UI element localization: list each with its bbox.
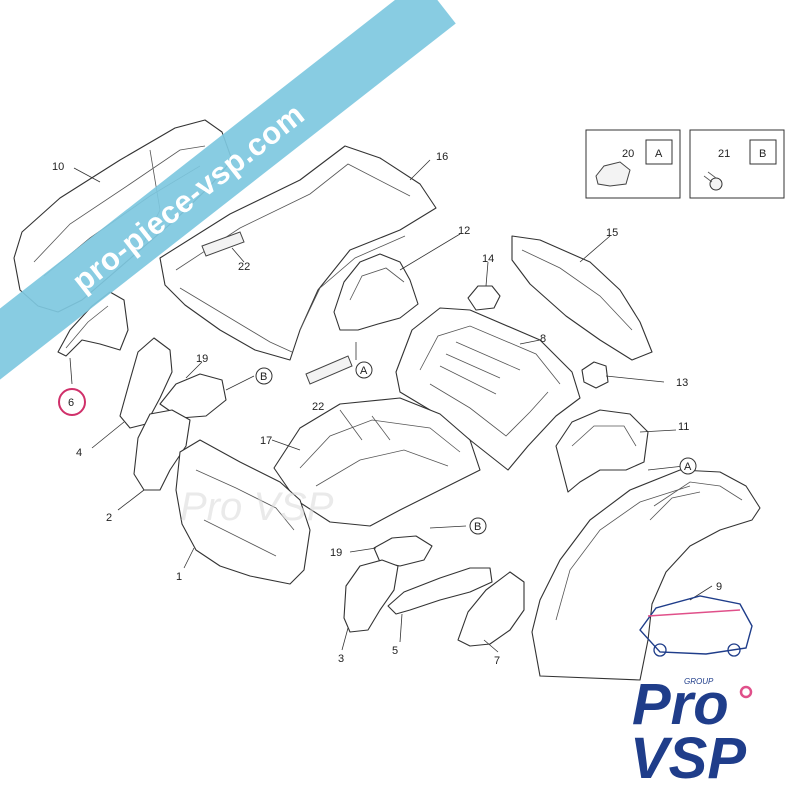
label-22-upper: 22 <box>238 261 250 273</box>
callout-b-lower: B <box>474 521 481 533</box>
label-11: 11 <box>678 421 689 433</box>
label-4: 4 <box>76 447 82 459</box>
fastener-box-b <box>689 129 785 199</box>
part-6 <box>57 291 129 357</box>
part-9 <box>531 469 761 681</box>
label-2: 2 <box>106 512 112 524</box>
label-17: 17 <box>260 435 272 447</box>
watermark-center: Pro VSP <box>180 485 334 529</box>
logo-group-text: GROUP <box>684 677 714 686</box>
label-20: 20 <box>622 148 634 160</box>
label-21: 21 <box>718 148 730 160</box>
label-7: 7 <box>494 655 500 667</box>
part-16 <box>159 145 437 361</box>
label-19-upper: 19 <box>196 353 208 365</box>
part-5 <box>387 567 493 615</box>
label-12: 12 <box>458 225 470 237</box>
part-3 <box>343 559 399 633</box>
part-7 <box>457 571 525 647</box>
part-4 <box>119 337 173 429</box>
callout-a-right: A <box>684 461 692 473</box>
part-22-upper <box>201 231 245 257</box>
logo-pro-text: Pro <box>632 672 729 737</box>
callout-markers: A A B B <box>255 361 697 535</box>
label-5: 5 <box>392 645 398 657</box>
label-15: 15 <box>606 227 618 239</box>
part-2 <box>133 409 191 491</box>
part-11 <box>555 409 649 493</box>
label-19-lower: 19 <box>330 547 342 559</box>
label-10: 10 <box>52 161 64 173</box>
logo-vsp-text: VSP <box>630 726 746 791</box>
leader-lines <box>69 159 713 653</box>
part-15 <box>511 235 653 361</box>
label-14: 14 <box>482 253 494 265</box>
logo: GROUP Pro VSP <box>630 595 753 791</box>
label-9: 9 <box>716 581 722 593</box>
part-17 <box>273 397 481 527</box>
label-3: 3 <box>338 653 344 665</box>
label-13: 13 <box>676 377 688 389</box>
part-13 <box>581 361 609 389</box>
part-12 <box>333 253 419 331</box>
part-14 <box>467 285 501 311</box>
label-8: 8 <box>540 333 546 345</box>
fastener-box-a <box>585 129 681 199</box>
callout-a-center: A <box>360 365 368 377</box>
callout-b-upper: B <box>260 371 267 383</box>
part-number-labels: 10 16 22 12 14 15 8 13 11 19 22 4 2 17 1… <box>52 148 766 667</box>
label-1: 1 <box>176 571 182 583</box>
label-22-lower: 22 <box>312 401 324 413</box>
part-1 <box>175 439 311 585</box>
box-label-b: B <box>759 148 766 160</box>
box-label-a: A <box>655 148 663 160</box>
label-6: 6 <box>68 397 74 409</box>
highlighted-label-6: 6 <box>58 388 86 416</box>
label-16: 16 <box>436 151 448 163</box>
part-22-lower <box>305 355 353 385</box>
